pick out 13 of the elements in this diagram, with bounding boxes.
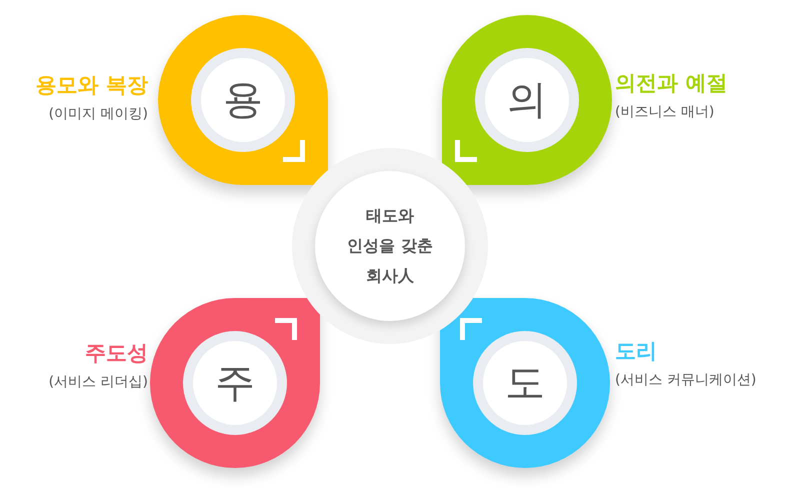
topic-heading: 의전과 예절 bbox=[615, 70, 728, 96]
initial-letter: 용 bbox=[223, 80, 263, 120]
topic-subtitle: (비즈니스 매너) bbox=[615, 104, 714, 122]
initial-letter: 도 bbox=[505, 363, 545, 403]
topic-heading: 용모와 복장 bbox=[36, 72, 148, 98]
topic-subtitle: (이미지 메이킹) bbox=[48, 106, 148, 124]
topic-heading: 주도성 bbox=[85, 340, 148, 366]
center-text: 태도와 인성을 갖춘 회사人 bbox=[346, 205, 434, 287]
initial-letter: 의 bbox=[507, 80, 547, 120]
initial-letter: 주 bbox=[215, 363, 255, 403]
topic-subtitle: (서비스 리더십) bbox=[48, 374, 148, 392]
topic-heading: 도리 bbox=[615, 338, 657, 364]
topic-subtitle: (서비스 커뮤니케이션) bbox=[615, 372, 756, 390]
